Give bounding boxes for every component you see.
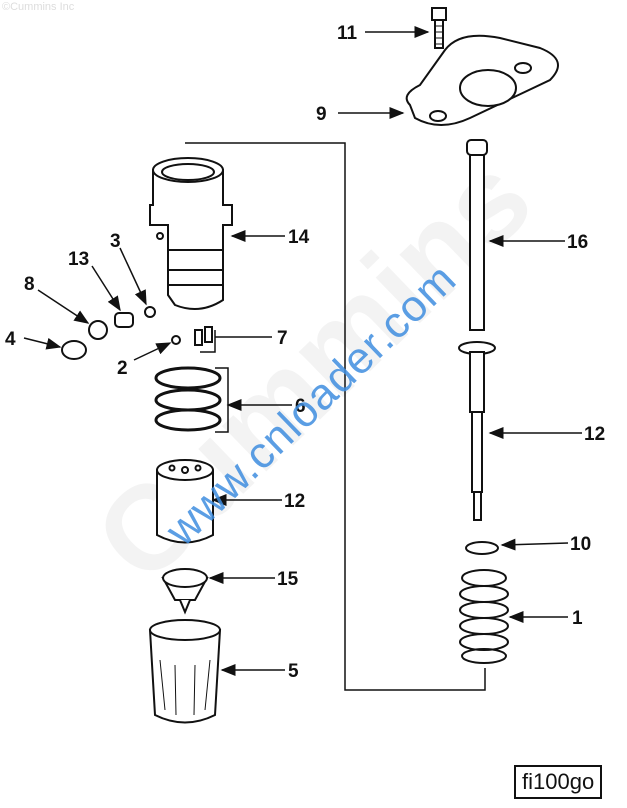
callout-8: 8 [24, 274, 35, 295]
leader-8 [37, 289, 90, 324]
cup-retainer-part [148, 619, 222, 724]
clamp-part [405, 34, 559, 126]
o-rings-part [154, 366, 222, 432]
callout-12-plunger: 12 [584, 424, 605, 445]
leader-3 [119, 247, 147, 306]
plunger-part [458, 139, 496, 521]
figure-id-label: fi100go [514, 765, 603, 799]
callout-2: 2 [117, 358, 128, 379]
check-ball-part [88, 320, 108, 340]
leader-10 [500, 538, 569, 551]
leader-13 [91, 265, 121, 312]
callout-10: 10 [570, 534, 591, 555]
dowel-pin-part-2 [204, 326, 213, 343]
callout-7: 7 [277, 328, 288, 349]
callout-11: 11 [337, 23, 358, 44]
callout-12-barrel: 12 [284, 491, 305, 512]
callout-4: 4 [5, 329, 16, 350]
leader-4 [23, 337, 62, 350]
callout-9: 9 [316, 104, 327, 125]
callout-6: 6 [295, 396, 306, 417]
callout-3: 3 [110, 231, 121, 252]
o-ring-part [144, 306, 156, 318]
barrel-part [156, 459, 214, 544]
injector-body-part [149, 157, 233, 310]
plug-part [61, 340, 87, 360]
ball-part [171, 335, 181, 345]
capscrew-part [431, 7, 447, 49]
callout-14: 14 [288, 227, 310, 248]
washer-part [465, 541, 499, 555]
leader-2 [133, 342, 172, 361]
spring-part [459, 569, 509, 664]
callout-13: 13 [68, 249, 89, 270]
copyright-text: ©Cummins Inc [2, 1, 75, 13]
callout-16: 16 [567, 232, 588, 253]
callout-1: 1 [572, 608, 583, 629]
dowel-pin-part [194, 329, 203, 346]
assembly-line [185, 142, 486, 691]
orifice-part [114, 312, 134, 328]
callout-5: 5 [288, 661, 299, 682]
cup-part [161, 568, 209, 615]
callout-15: 15 [277, 569, 299, 590]
